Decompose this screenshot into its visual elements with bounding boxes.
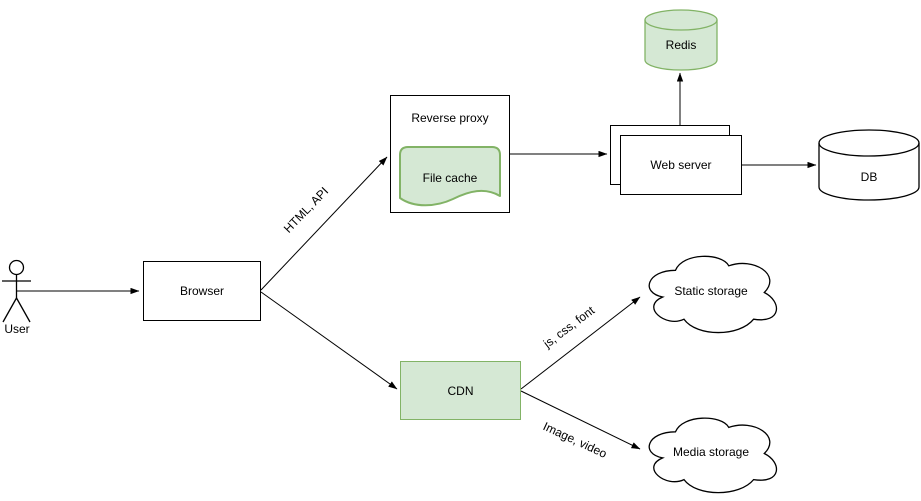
- node-reverse-proxy-label: Reverse proxy: [411, 111, 489, 125]
- node-db-label: DB: [860, 170, 878, 184]
- redis-cylinder-shape: [644, 9, 718, 71]
- node-cdn-label: CDN: [447, 383, 474, 398]
- file-cache-document-shape: [399, 146, 501, 207]
- node-media-storage-label: Media storage: [672, 445, 750, 459]
- edge-cdn-static-storage: [520, 296, 641, 390]
- node-web-server: Web server: [620, 135, 742, 195]
- node-browser-label: Browser: [179, 284, 224, 298]
- node-static-storage-label: Static storage: [674, 284, 748, 298]
- node-redis-label: Redis: [665, 38, 697, 52]
- user-actor-icon: [2, 259, 31, 323]
- edge-browser-reverse-proxy: [260, 156, 388, 291]
- media-storage-cloud-shape: [648, 417, 778, 494]
- node-user-label: User: [4, 322, 30, 336]
- edge-browser-cdn: [260, 291, 398, 390]
- db-cylinder-shape: [818, 129, 920, 201]
- edge-cdn-media-storage: [520, 390, 641, 450]
- node-web-server-label: Web server: [650, 158, 712, 172]
- node-browser: Browser: [143, 261, 261, 321]
- static-storage-cloud-shape: [648, 255, 778, 334]
- node-file-cache-label: File cache: [422, 171, 478, 185]
- node-cdn: CDN: [400, 361, 521, 420]
- node-reverse-proxy: [390, 95, 510, 213]
